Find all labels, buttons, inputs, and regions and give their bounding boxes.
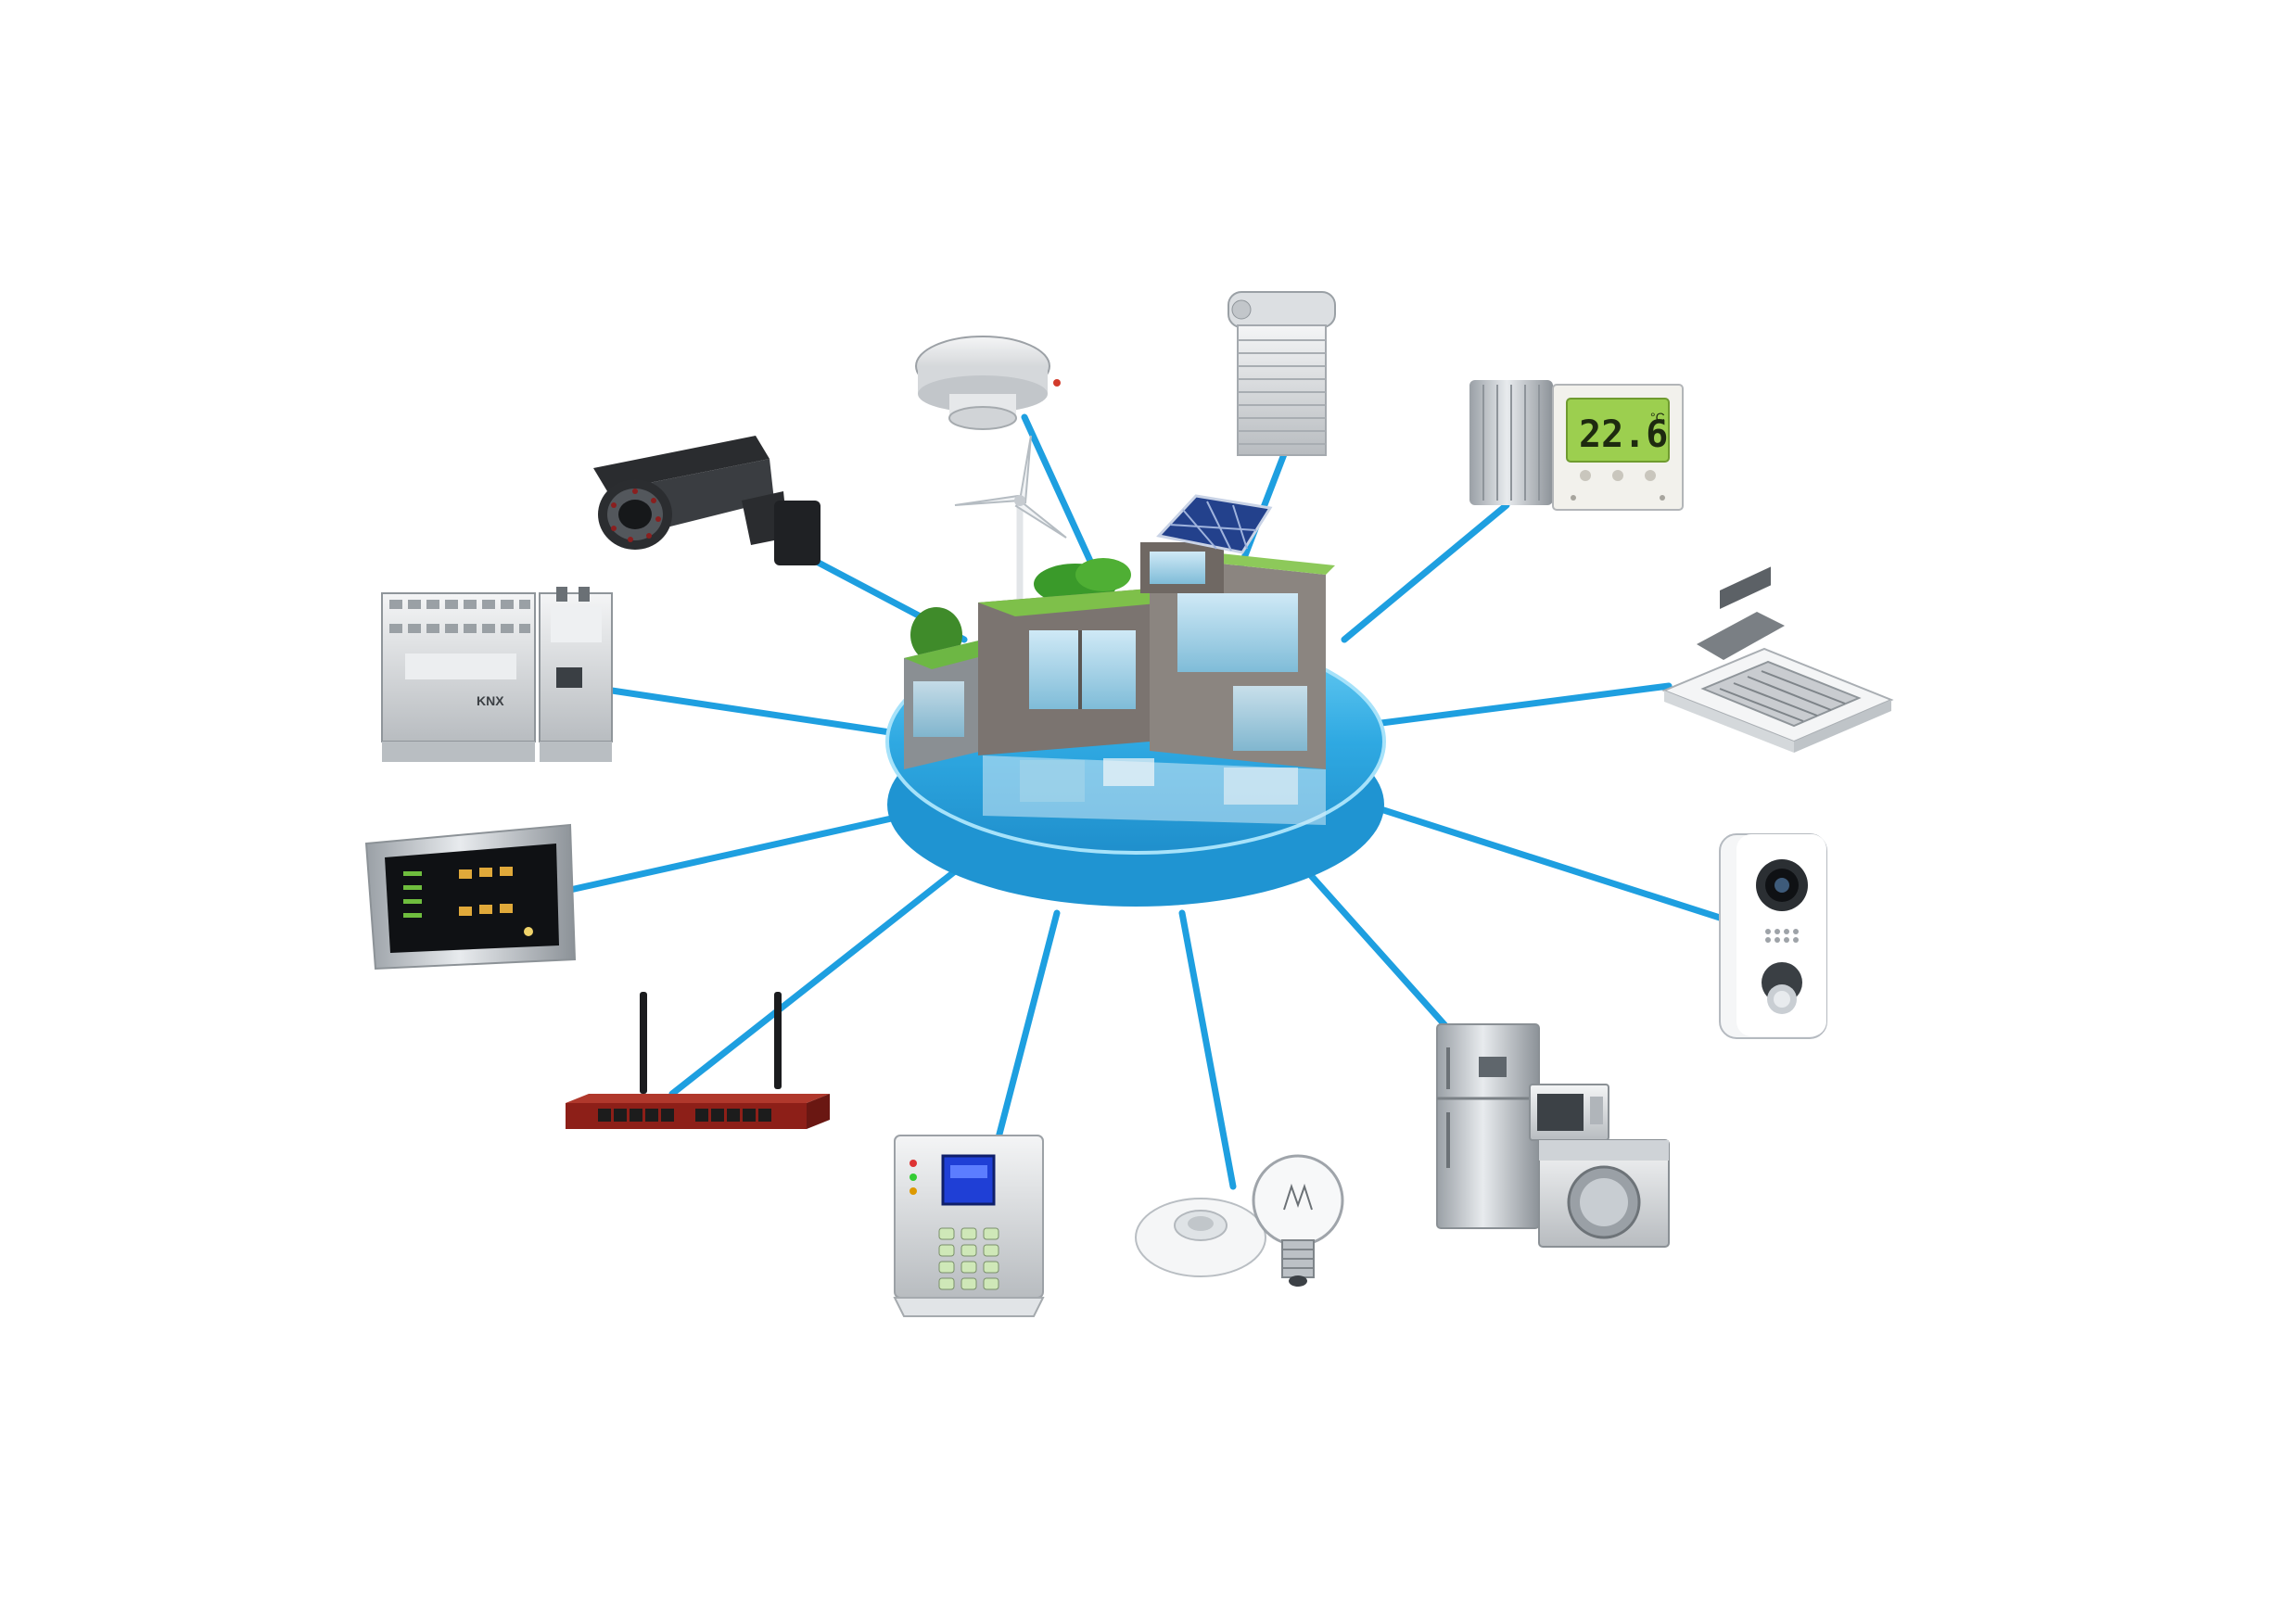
touch-panel bbox=[364, 823, 577, 971]
smoke-detector-icon bbox=[915, 336, 1061, 430]
alarm-panel-icon bbox=[893, 1135, 1045, 1317]
smoke-detector bbox=[915, 336, 1061, 430]
radiator-thermostat: 22.6 °C bbox=[1469, 380, 1684, 511]
connector-video-doorbell bbox=[1368, 803, 1724, 921]
solar-panel-icon bbox=[1156, 494, 1273, 554]
smart-house-icon bbox=[904, 435, 1335, 825]
connector-alarm-keypad bbox=[993, 909, 1061, 1148]
connector-smoke-detector bbox=[1021, 413, 1102, 583]
ceiling-ac bbox=[1661, 566, 1894, 753]
connector-knx-modules bbox=[608, 687, 894, 736]
video-doorbell bbox=[1719, 833, 1827, 1039]
roller-shutter-icon bbox=[1228, 291, 1336, 456]
connector-appliances bbox=[1304, 868, 1469, 1051]
connector-touch-panel bbox=[566, 812, 908, 894]
touch-panel-icon bbox=[364, 823, 577, 971]
roller-shutter bbox=[1228, 291, 1336, 456]
light-sensor-bulb bbox=[1135, 1154, 1344, 1287]
doorbell-icon bbox=[1719, 833, 1827, 1039]
radiator-icon bbox=[1469, 380, 1553, 505]
din-rail-module-icon: KNX bbox=[381, 587, 613, 762]
thermostat-reading: 22.6 bbox=[1579, 413, 1668, 456]
router-icon bbox=[566, 992, 830, 1129]
appliances-icon bbox=[1436, 1023, 1670, 1248]
air-conditioner-icon bbox=[1661, 566, 1894, 753]
light-bulb-icon bbox=[1252, 1154, 1344, 1287]
cctv-camera bbox=[593, 436, 820, 565]
appliances bbox=[1436, 1023, 1670, 1248]
router bbox=[566, 992, 830, 1129]
smart-house-hub bbox=[885, 435, 1386, 907]
knx-modules: KNX bbox=[381, 587, 613, 762]
thermostat-unit: °C bbox=[1650, 410, 1665, 425]
security-camera-icon bbox=[593, 436, 820, 565]
motion-sensor-icon bbox=[1135, 1198, 1266, 1277]
connector-router bbox=[668, 868, 959, 1097]
connector-radiator-thermostat bbox=[1341, 501, 1510, 643]
connector-ceiling-ac bbox=[1378, 682, 1673, 727]
knx-logo-text: KNX bbox=[477, 693, 504, 708]
alarm-keypad bbox=[893, 1135, 1045, 1317]
thermostat-icon: 22.6 °C bbox=[1552, 384, 1684, 511]
connector-light-sensor-bulb bbox=[1178, 909, 1237, 1190]
